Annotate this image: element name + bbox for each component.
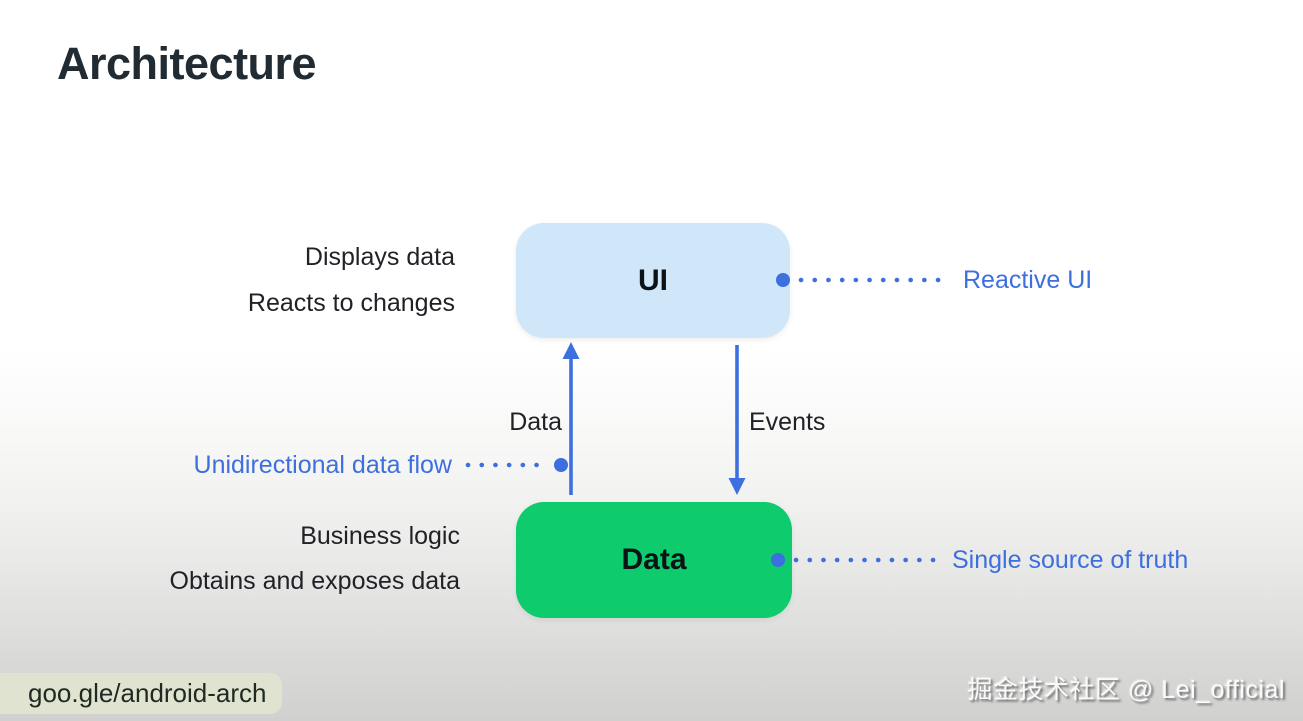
unidirectional-flow-anchor-dot	[554, 458, 568, 472]
data-annotation-obtains-exposes: Obtains and exposes data	[169, 567, 460, 595]
ui-annotation-reacts-to-changes: Reacts to changes	[247, 289, 455, 317]
data-annotations: Business logic Obtains and exposes data	[170, 514, 460, 604]
ui-box-label: UI	[638, 263, 668, 297]
down-arrow-label: Events	[749, 408, 826, 436]
unidirectional-flow-callout: Unidirectional data flow	[193, 451, 452, 479]
data-box-label: Data	[621, 543, 687, 576]
ui-annotation-displays-data: Displays data	[304, 243, 455, 271]
data-box: Data	[516, 502, 792, 618]
single-source-callout: Single source of truth	[952, 546, 1189, 574]
data-annotation-business-logic: Business logic	[300, 522, 460, 550]
reactive-ui-callout: Reactive UI	[963, 266, 1093, 294]
ui-box: UI	[516, 223, 790, 338]
watermark-text: 掘金技术社区 @ Lei_official	[967, 676, 1285, 704]
footer-link-text: goo.gle/android-arch	[28, 678, 267, 708]
up-arrow-label: Data	[509, 408, 562, 436]
down-arrow-head	[728, 478, 746, 495]
ui-annotations: Displays data Reacts to changes	[248, 234, 455, 326]
footer-link-pill: goo.gle/android-arch	[0, 673, 282, 714]
page-title: Architecture	[57, 38, 317, 89]
up-arrow-head	[562, 342, 580, 359]
